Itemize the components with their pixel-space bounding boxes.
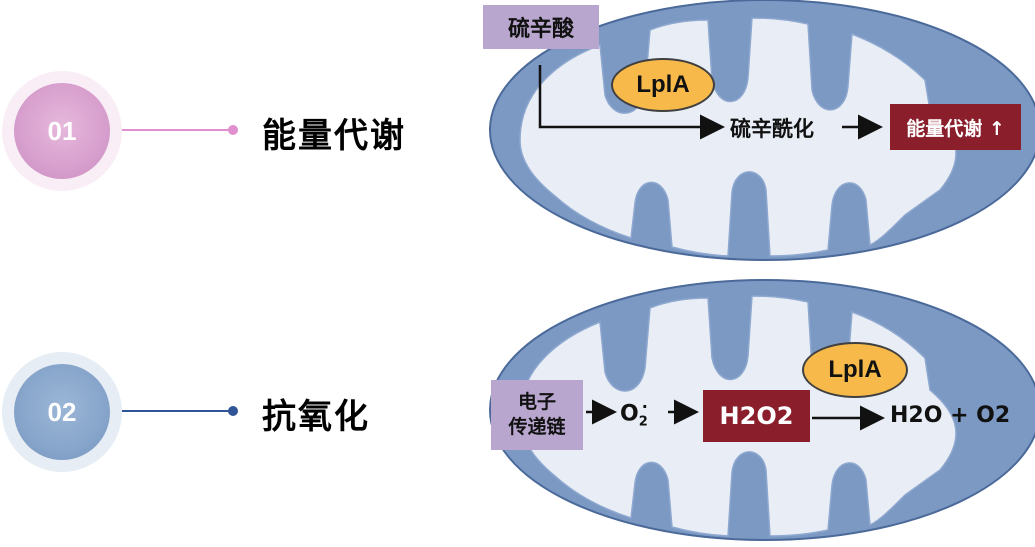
step-number-01: 01 <box>14 83 110 179</box>
energy-metabolism-up-box: 能量代谢 ↑ <box>890 104 1021 150</box>
superoxide-label: O2· <box>620 397 648 430</box>
lpla-enzyme-oval-top: LplA <box>611 58 715 112</box>
heading-antioxidant: 抗氧化 <box>262 397 370 437</box>
connector-dot-energy <box>228 125 238 135</box>
superoxide-subscript: 2 <box>638 414 648 430</box>
arrow-lipoic-to-lipoylation <box>538 65 725 140</box>
hydrogen-peroxide-box: H2O2 <box>703 390 810 442</box>
heading-energy-metabolism: 能量代谢 <box>262 116 406 156</box>
products-label: H2O + O2 <box>890 403 1011 428</box>
step-number-02: 02 <box>14 364 110 460</box>
electron-transport-chain-box: 电子 传递链 <box>491 380 583 450</box>
superoxide-superscript: · <box>641 397 648 416</box>
lipoylation-label: 硫辛酰化 <box>730 117 814 141</box>
connector-dot-antioxidant <box>228 406 238 416</box>
lpla-enzyme-oval-bottom: LplA <box>802 342 908 398</box>
etc-label-line2: 传递链 <box>508 416 566 438</box>
mitochondrion-top-matrix <box>519 17 957 257</box>
etc-label-line1: 电子 <box>517 391 556 414</box>
lipoic-acid-box: 硫辛酸 <box>483 5 599 49</box>
superoxide-base: O <box>620 401 639 427</box>
